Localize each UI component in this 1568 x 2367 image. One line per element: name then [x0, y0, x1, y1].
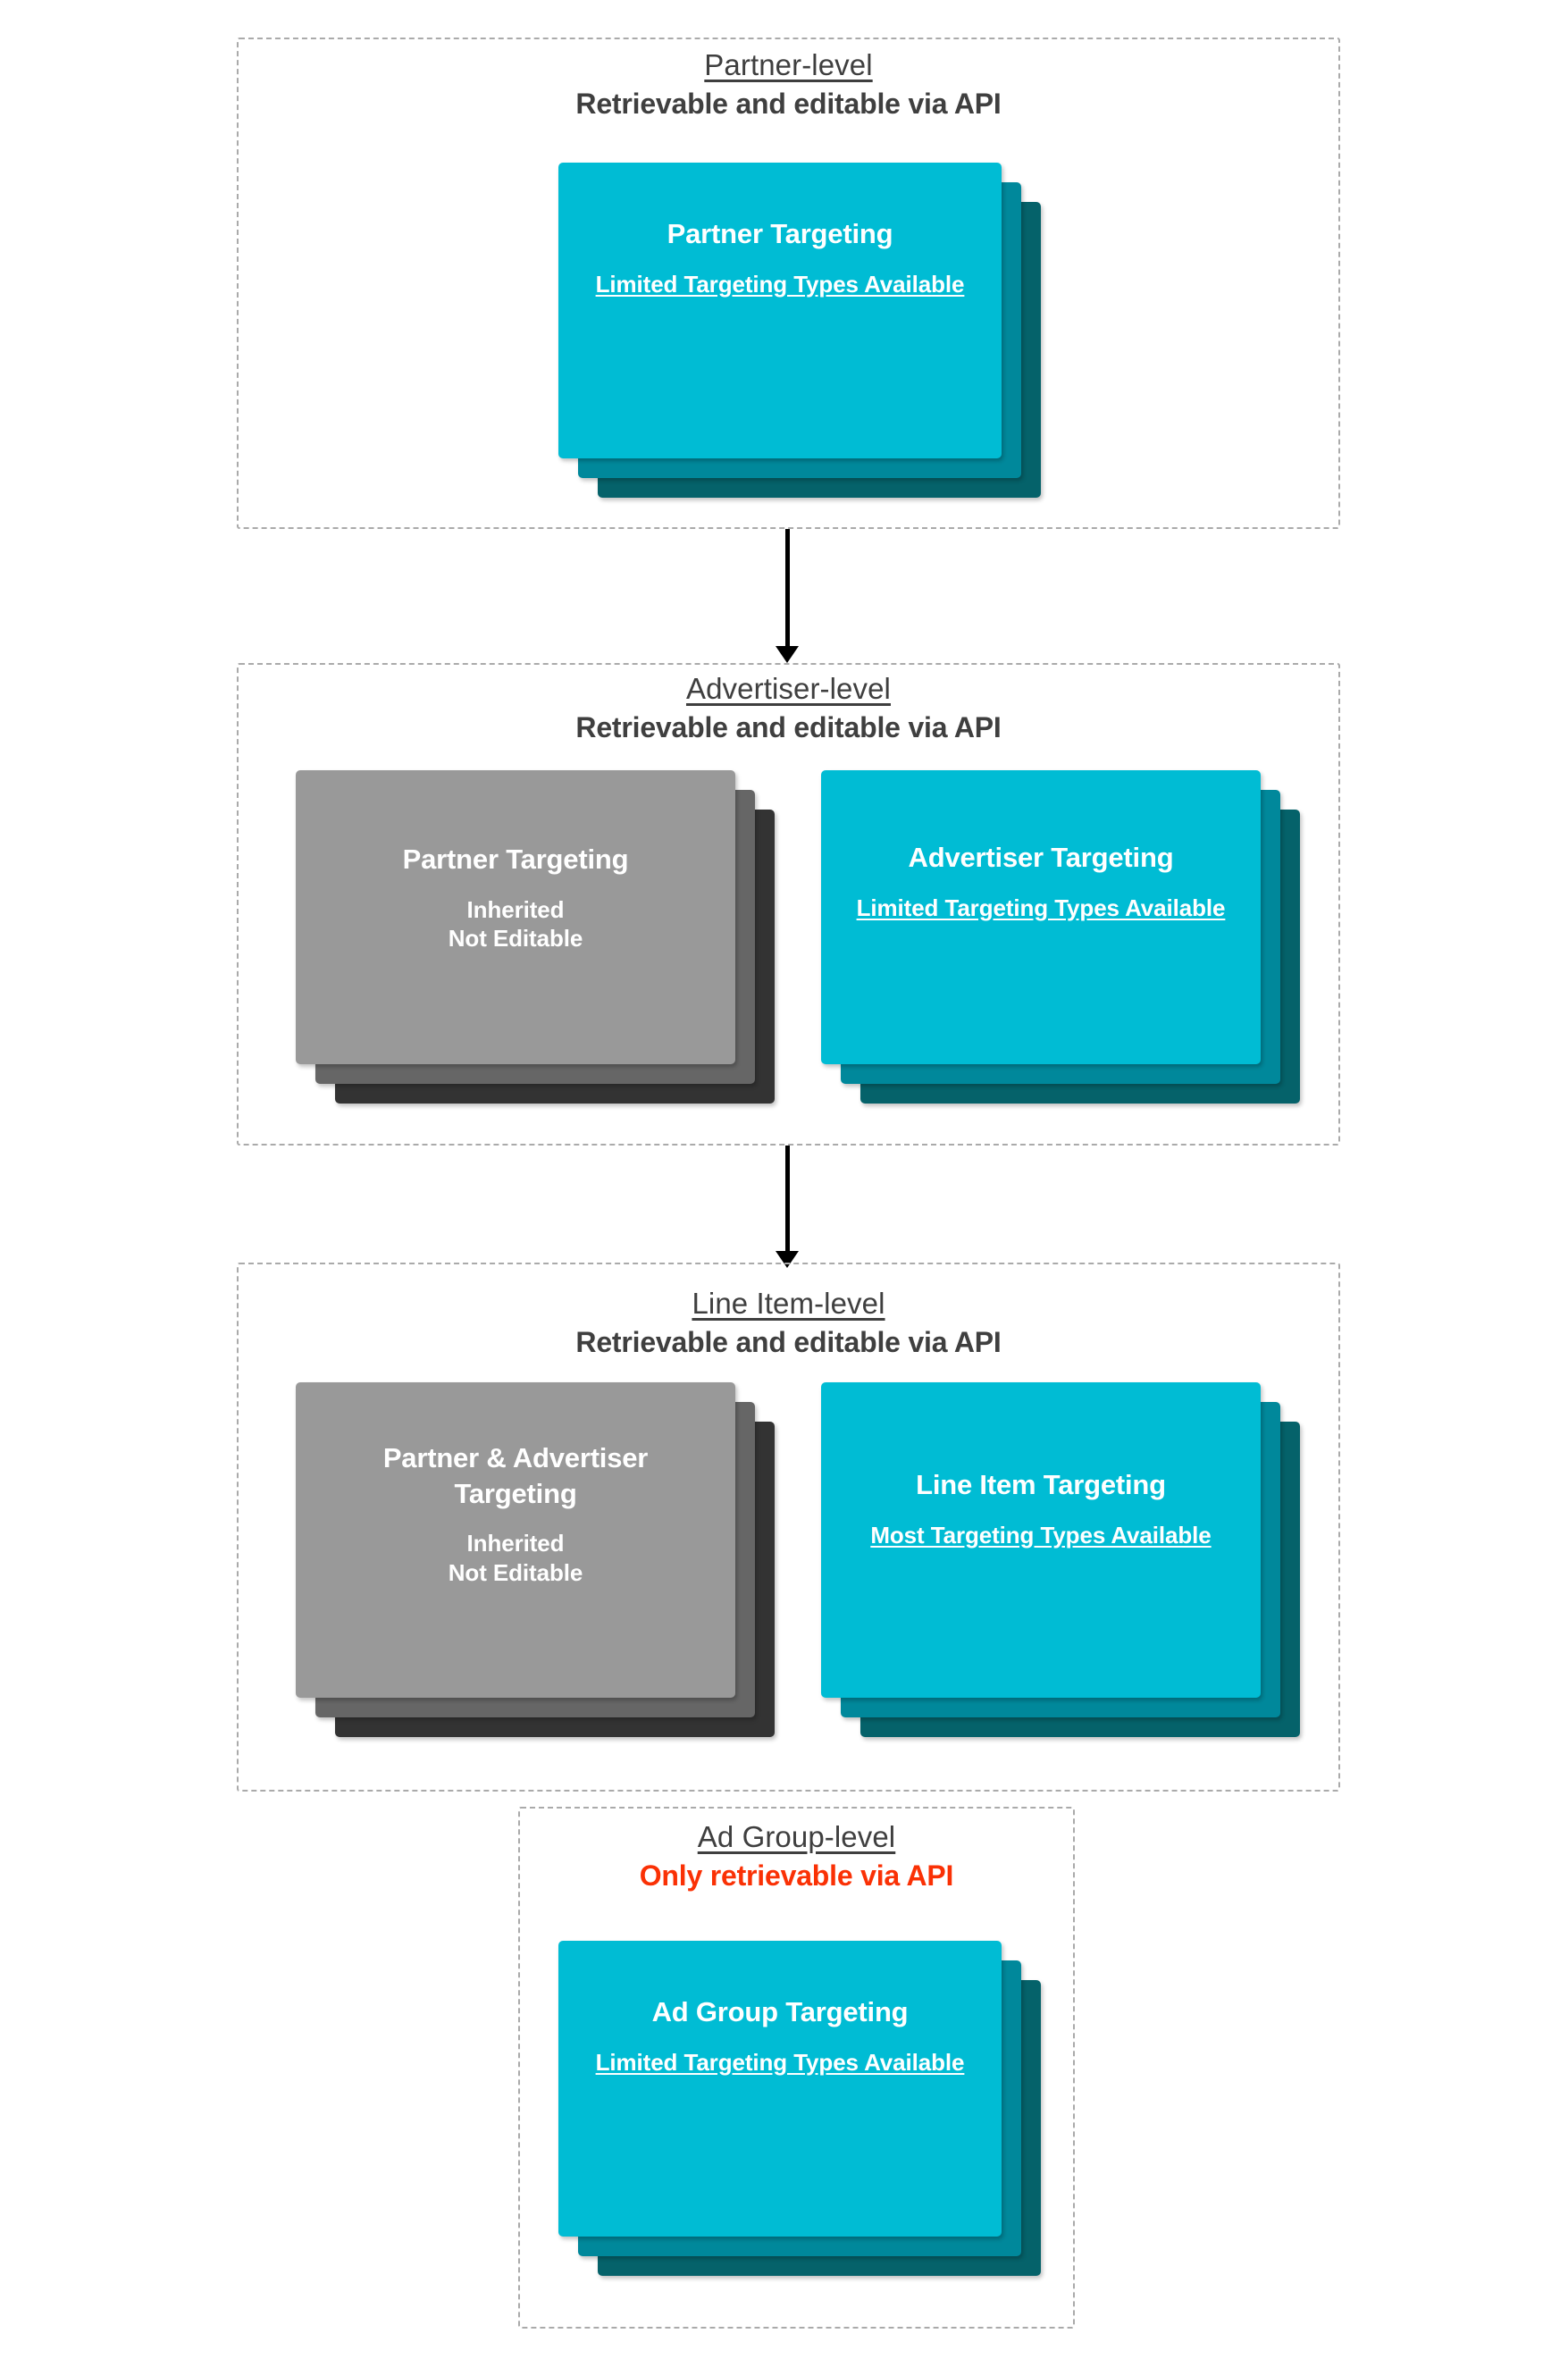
- level-subtitle-advertiser: Retrievable and editable via API: [575, 710, 1002, 743]
- card-note-ad-group-targeting: Limited Targeting Types Available: [595, 2048, 965, 2076]
- card-stack-partner-targeting[interactable]: Partner Targeting Limited Targeting Type…: [558, 163, 1041, 498]
- level-heading-partner: Partner-level Retrievable and editable v…: [237, 48, 1340, 121]
- card-note-partner-targeting-inherited: Inherited Not Editable: [448, 895, 583, 953]
- level-box-partner: [237, 38, 1340, 529]
- card-layer-front: [296, 770, 735, 1064]
- level-heading-ad-group: Ad Group-level Only retrievable via API: [518, 1820, 1075, 1893]
- card-layer-front: [821, 770, 1261, 1064]
- card-layer-front: [821, 1382, 1261, 1698]
- card-stack-line-item-targeting[interactable]: Line Item Targeting Most Targeting Types…: [821, 1382, 1304, 1737]
- card-content-partner-advertiser-targeting-inherited: Partner & Advertiser Targeting Inherited…: [296, 1440, 735, 1588]
- level-title-advertiser: Advertiser-level: [685, 672, 891, 705]
- level-heading-line-item: Line Item-level Retrievable and editable…: [237, 1287, 1340, 1359]
- card-note-partner-advertiser-targeting-inherited: Inherited Not Editable: [448, 1530, 583, 1587]
- card-content-line-item-targeting: Line Item Targeting Most Targeting Types…: [821, 1467, 1261, 1549]
- card-content-ad-group-targeting: Ad Group Targeting Limited Targeting Typ…: [558, 1994, 1002, 2077]
- card-content-advertiser-targeting: Advertiser Targeting Limited Targeting T…: [821, 840, 1261, 922]
- card-title-line-item-targeting: Line Item Targeting: [916, 1469, 1166, 1500]
- card-stack-partner-targeting-inherited[interactable]: Partner Targeting Inherited Not Editable: [296, 770, 778, 1104]
- card-layer-front: [558, 1941, 1002, 2237]
- level-box-ad-group: [518, 1807, 1075, 2329]
- card-layer-front: [296, 1382, 735, 1698]
- card-title-ad-group-targeting: Ad Group Targeting: [651, 1996, 909, 2027]
- level-box-line-item: [237, 1263, 1340, 1792]
- card-title-partner-targeting-inherited: Partner Targeting: [402, 844, 629, 875]
- connector-shaft: [785, 529, 790, 646]
- card-layer-front: [558, 163, 1002, 458]
- card-content-partner-targeting: Partner Targeting Limited Targeting Type…: [558, 216, 1002, 298]
- connector-partner-to-advertiser: [776, 529, 799, 663]
- card-stack-partner-advertiser-targeting-inherited[interactable]: Partner & Advertiser Targeting Inherited…: [296, 1382, 778, 1737]
- level-subtitle-line-item: Retrievable and editable via API: [575, 1325, 1002, 1358]
- card-note-partner-targeting: Limited Targeting Types Available: [595, 270, 965, 298]
- card-stack-ad-group-targeting[interactable]: Ad Group Targeting Limited Targeting Typ…: [558, 1941, 1041, 2276]
- card-note-line-item-targeting: Most Targeting Types Available: [870, 1521, 1212, 1549]
- connector-advertiser-to-line-item: [776, 1146, 799, 1268]
- level-subtitle-ad-group: Only retrievable via API: [639, 1859, 954, 1892]
- card-note-advertiser-targeting: Limited Targeting Types Available: [856, 894, 1226, 921]
- level-title-ad-group: Ad Group-level: [697, 1820, 896, 1853]
- card-title-partner-advertiser-targeting-inherited: Partner & Advertiser Targeting: [382, 1442, 649, 1509]
- card-stack-advertiser-targeting[interactable]: Advertiser Targeting Limited Targeting T…: [821, 770, 1304, 1104]
- level-subtitle-partner: Retrievable and editable via API: [575, 87, 1002, 120]
- card-title-partner-targeting: Partner Targeting: [667, 218, 893, 249]
- level-box-advertiser: [237, 663, 1340, 1146]
- connector-shaft: [785, 1146, 790, 1251]
- level-title-partner: Partner-level: [704, 48, 873, 81]
- card-title-advertiser-targeting: Advertiser Targeting: [908, 842, 1174, 873]
- level-title-line-item: Line Item-level: [692, 1287, 885, 1320]
- connector-arrowhead: [776, 646, 799, 663]
- level-heading-advertiser: Advertiser-level Retrievable and editabl…: [237, 672, 1340, 744]
- card-content-partner-targeting-inherited: Partner Targeting Inherited Not Editable: [296, 842, 735, 953]
